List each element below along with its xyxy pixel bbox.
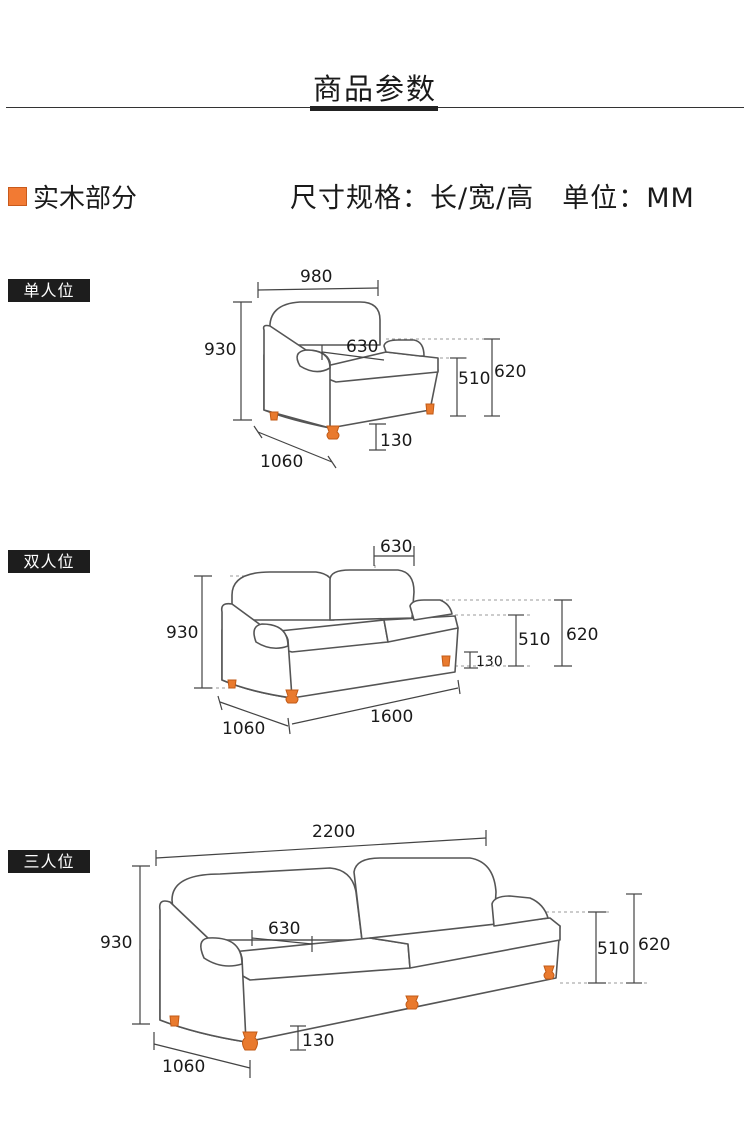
single-seat-height-label: 510: [458, 369, 490, 389]
triple-height-label: 930: [100, 933, 132, 953]
triple-arm-height-label: 620: [638, 935, 670, 955]
single-seat-depth-label: 630: [346, 337, 378, 357]
double-arm-height-label: 620: [566, 625, 598, 645]
double-seat-depth-label: 630: [380, 537, 412, 557]
triple-leg-height-label: 130: [302, 1031, 334, 1051]
double-depth-label: 1060: [222, 719, 265, 739]
triple-seat-depth-label: 630: [268, 919, 300, 939]
spec-units-text: 尺寸规格：长/宽/高 单位：MM: [290, 183, 695, 214]
leg-icon: [269, 411, 279, 421]
double-height-label: 930: [166, 623, 198, 643]
section-heading: 实木部分: [8, 178, 137, 215]
single-sofa-diagram: 980 930 630 510 620 130 1060: [204, 267, 526, 472]
leg-icon: [425, 403, 435, 415]
single-depth-label: 1060: [260, 452, 303, 472]
triple-sofa-diagram: 2200 630 930 510 620 130 1060: [100, 822, 670, 1078]
single-arm-height-label: 620: [494, 362, 526, 382]
single-width-label: 980: [300, 267, 332, 287]
double-leg-height-label: 130: [476, 654, 503, 670]
single-height-label: 930: [204, 340, 236, 360]
title-underline-accent: [310, 106, 438, 111]
double-seat-height-label: 510: [518, 630, 550, 650]
double-seat-tag: 双人位: [8, 550, 90, 573]
triple-depth-label: 1060: [162, 1057, 205, 1077]
single-leg-height-label: 130: [380, 431, 412, 451]
single-seat-tag: 单人位: [8, 279, 90, 302]
orange-square-icon: [8, 187, 27, 206]
triple-seat-tag: 三人位: [8, 850, 90, 873]
double-length-label: 1600: [370, 707, 413, 727]
double-sofa-diagram: 630 930 510 620 130 1060 1600: [166, 537, 598, 739]
page-title: 商品参数: [312, 72, 437, 106]
section-label-text: 实木部分: [33, 184, 138, 214]
triple-length-label: 2200: [312, 822, 355, 842]
triple-seat-height-label: 510: [597, 939, 629, 959]
